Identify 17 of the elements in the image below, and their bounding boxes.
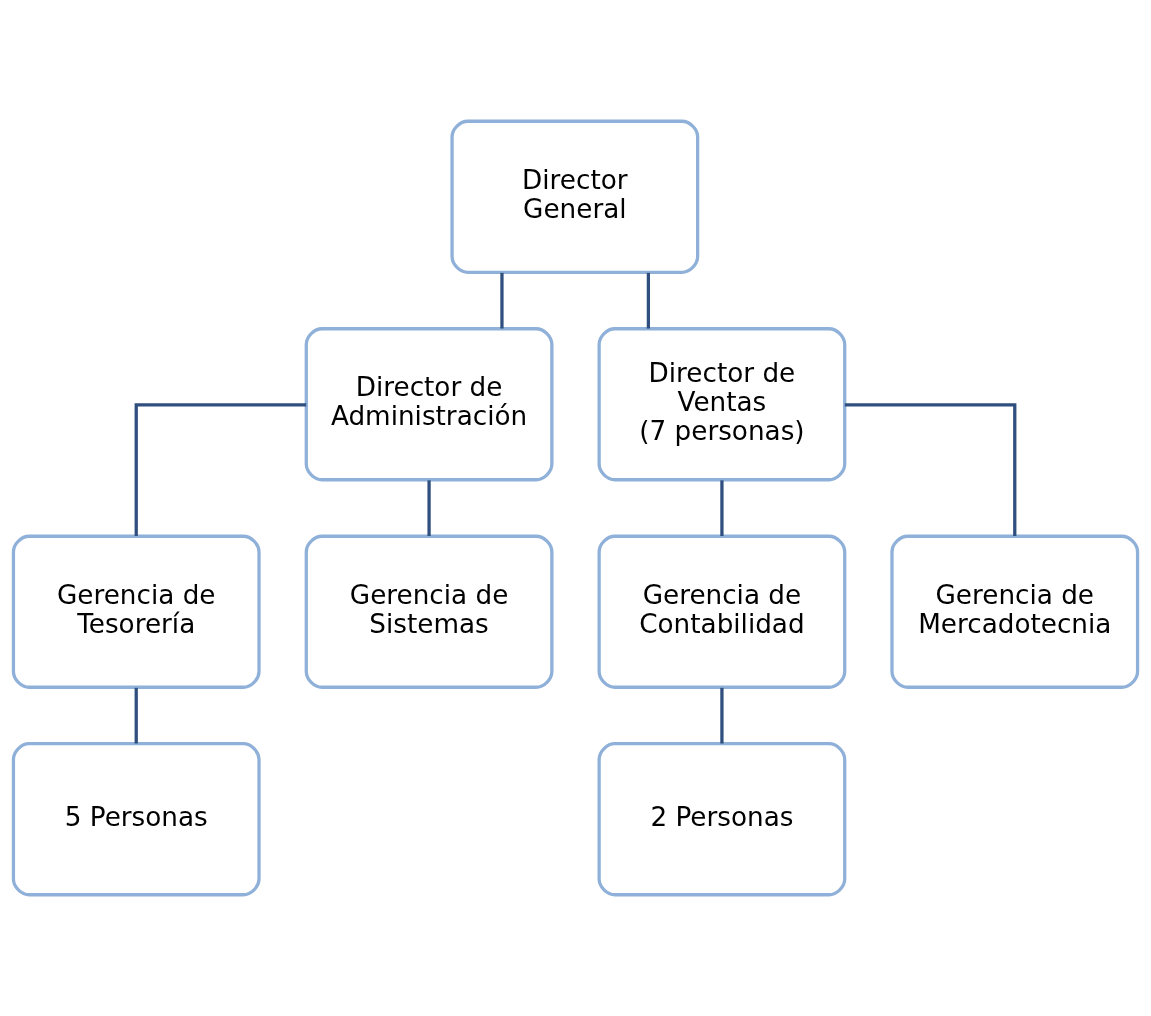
node-box: Gerencia de Sistemas (304, 534, 554, 689)
node-box: Director General (450, 119, 700, 274)
node-box: Gerencia de Tesorería (11, 534, 261, 689)
node-box: 5 Personas (11, 742, 261, 897)
node-box: Gerencia de Contabilidad (597, 534, 847, 689)
connector (134, 687, 138, 744)
node-box: Director de Administración (304, 327, 554, 482)
node-box: Gerencia de Mercadotecnia (890, 534, 1140, 689)
node-box: Director de Ventas (7 personas) (597, 327, 847, 482)
connector (427, 480, 431, 536)
connector (720, 687, 724, 744)
connector (500, 272, 504, 329)
connector (844, 403, 1017, 536)
connector (720, 480, 724, 536)
connector (646, 272, 650, 329)
node-box: 2 Personas (597, 742, 847, 897)
connector (134, 403, 307, 536)
